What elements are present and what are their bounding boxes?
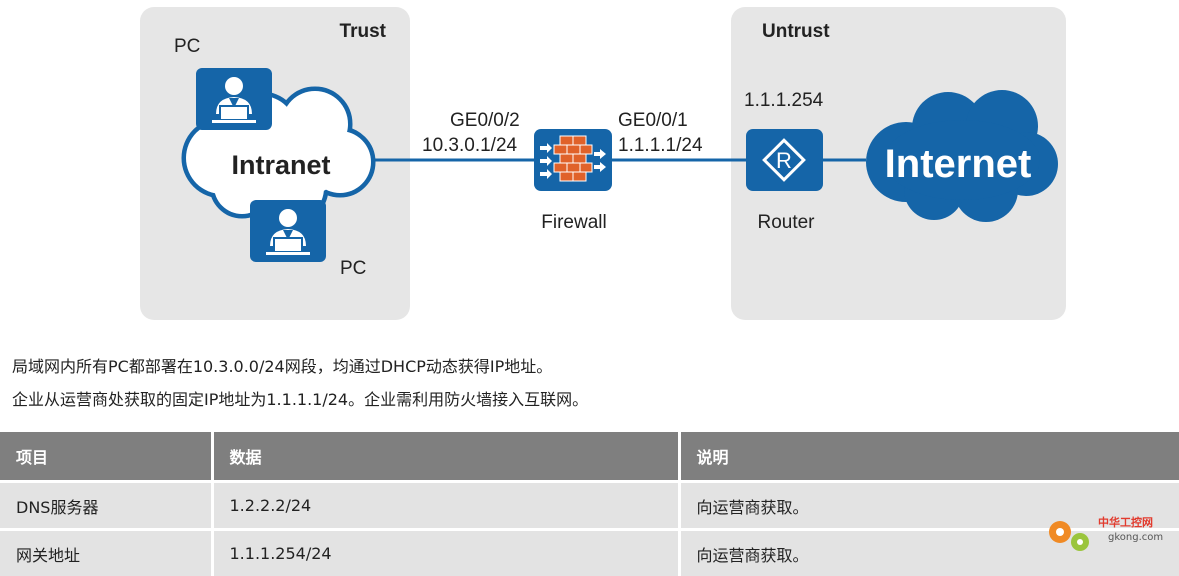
untrust-zone-label: Untrust bbox=[762, 21, 830, 42]
router-ip: 1.1.1.254 bbox=[744, 90, 824, 111]
watermark-text: 中华工控网 bbox=[1098, 515, 1153, 529]
router-icon: R bbox=[746, 129, 823, 191]
firewall-right-port: GE0/0/1 bbox=[618, 110, 688, 131]
pc-label-bottom: PC bbox=[340, 258, 366, 279]
firewall-label: Firewall bbox=[541, 212, 606, 233]
table-header-row: 项目 数据 说明 bbox=[0, 432, 1179, 482]
pc-icon bbox=[196, 68, 272, 130]
header-note: 说明 bbox=[679, 432, 1179, 482]
trust-zone-label: Trust bbox=[340, 21, 387, 42]
config-table: 项目 数据 说明 DNS服务器 1.2.2.2/24 向运营商获取。 网关地址 … bbox=[0, 432, 1179, 576]
table-cell: DNS服务器 bbox=[0, 482, 212, 530]
header-item: 项目 bbox=[0, 432, 212, 482]
watermark-url: gkong.com bbox=[1108, 532, 1163, 543]
firewall-left-port: GE0/0/2 bbox=[450, 110, 520, 131]
firewall-icon bbox=[534, 129, 612, 191]
description-line-1: 局域网内所有PC都部署在10.3.0.0/24网段，均通过DHCP动态获得IP地… bbox=[12, 353, 552, 377]
gear-icon bbox=[1049, 521, 1089, 551]
pc-label-top: PC bbox=[174, 36, 200, 57]
table-row: 网关地址 1.1.1.254/24 向运营商获取。 bbox=[0, 530, 1179, 576]
header-data: 数据 bbox=[212, 432, 679, 482]
description-line-2: 企业从运营商处获取的固定IP地址为1.1.1.1/24。企业需利用防火墙接入互联… bbox=[12, 386, 588, 410]
pc-icon bbox=[250, 200, 326, 262]
watermark-logo: 中华工控网 gkong.com bbox=[1042, 510, 1172, 560]
table-row: DNS服务器 1.2.2.2/24 向运营商获取。 bbox=[0, 482, 1179, 530]
internet-label: Internet bbox=[885, 142, 1032, 186]
router-label: Router bbox=[757, 212, 815, 233]
network-diagram: Trust Untrust Intranet bbox=[0, 0, 1179, 330]
table-cell: 网关地址 bbox=[0, 530, 212, 576]
firewall-right-ip: 1.1.1.1/24 bbox=[618, 135, 703, 156]
firewall-left-ip: 10.3.0.1/24 bbox=[422, 135, 518, 156]
router-symbol: R bbox=[776, 148, 792, 173]
intranet-label: Intranet bbox=[231, 150, 330, 180]
table-cell: 1.1.1.254/24 bbox=[212, 530, 679, 576]
table-cell: 1.2.2.2/24 bbox=[212, 482, 679, 530]
